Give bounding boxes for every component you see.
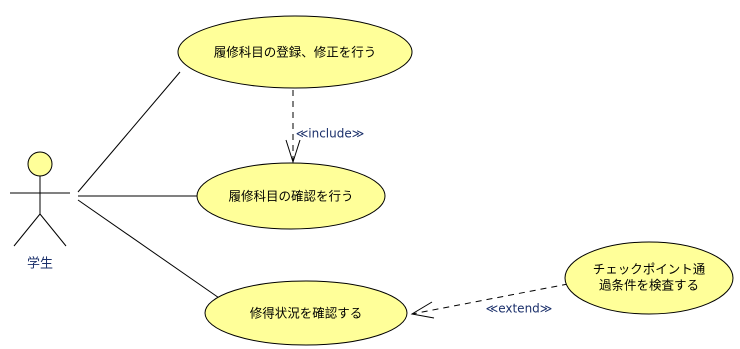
use-case-label: 履修科目の確認を行う	[228, 189, 353, 204]
actor-label: 学生	[27, 256, 53, 272]
use-case-checkpoint[interactable]: チェックポイント通 過条件を検査する	[564, 241, 734, 315]
include-arrowhead	[285, 139, 301, 164]
associations	[77, 71, 223, 301]
use-case-register[interactable]: 履修科目の登録、修正を行う	[177, 15, 413, 89]
extend-arrowhead	[410, 301, 435, 319]
actor-left-leg	[13, 213, 41, 247]
association-line-uc3	[77, 199, 223, 301]
actor-head	[27, 151, 53, 177]
use-case-ellipse	[204, 280, 408, 346]
use-case-label-line2: 過条件を検査する	[599, 278, 699, 293]
use-case-check-progress[interactable]: 修得状況を確認する	[204, 280, 408, 346]
extend-label: ≪extend≫	[486, 302, 553, 316]
use-case-label-line1: チェックポイント通	[593, 262, 706, 277]
use-case-label: 修得状況を確認する	[250, 306, 363, 321]
include-dependency	[285, 90, 301, 164]
use-case-ellipse	[564, 241, 734, 315]
extend-dashed-line	[411, 283, 569, 315]
use-case-ellipse	[196, 162, 386, 230]
actor-right-leg	[39, 213, 67, 247]
use-case-label: 履修科目の登録、修正を行う	[214, 45, 377, 60]
association-line-uc1	[77, 71, 181, 193]
include-label: ≪include≫	[296, 127, 365, 141]
use-case-confirm-courses[interactable]: 履修科目の確認を行う	[196, 162, 386, 230]
actor-student	[10, 151, 70, 247]
use-case-ellipse	[177, 15, 413, 89]
extend-dependency	[410, 283, 569, 319]
